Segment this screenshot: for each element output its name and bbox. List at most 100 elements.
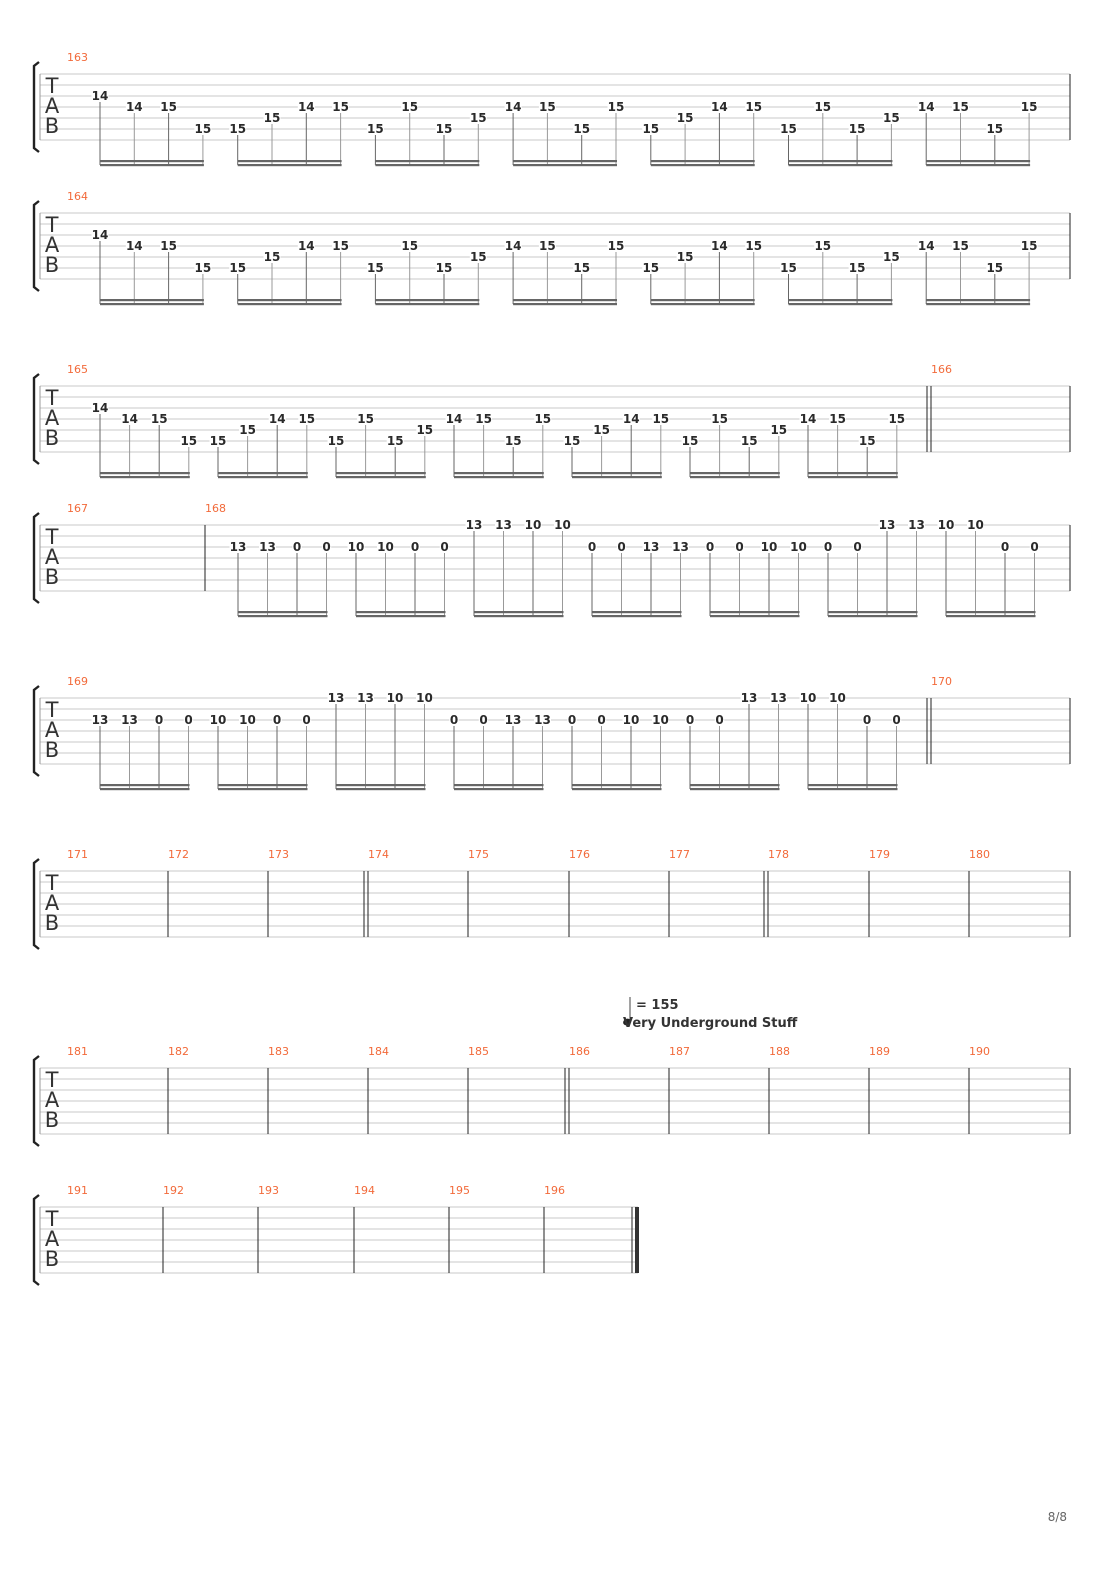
note-bg xyxy=(478,714,489,725)
measure-number: 165 xyxy=(67,363,88,376)
fret-number: 0 xyxy=(293,540,301,554)
note-bg xyxy=(327,435,345,446)
fret-number: 13 xyxy=(495,518,512,532)
beam xyxy=(100,788,190,791)
beam xyxy=(710,611,800,614)
fret-number: 15 xyxy=(416,423,433,437)
fret-number: 13 xyxy=(230,540,247,554)
fret-number: 15 xyxy=(677,250,694,264)
note-bg xyxy=(229,123,247,134)
note-bg xyxy=(607,240,625,251)
beam xyxy=(650,164,755,167)
measure-number: 177 xyxy=(669,848,690,861)
beam xyxy=(690,476,780,479)
tab-clef-letter: T xyxy=(45,74,59,98)
fret-number: 15 xyxy=(332,100,349,114)
note-bg xyxy=(194,123,212,134)
note-bg xyxy=(495,519,512,530)
measure-number: 171 xyxy=(67,848,88,861)
beam xyxy=(100,299,204,302)
note-bg xyxy=(504,714,522,725)
beam xyxy=(238,611,328,614)
note-bg xyxy=(676,251,694,262)
system-bracket xyxy=(32,858,40,950)
fret-number: 15 xyxy=(986,261,1003,275)
fret-number: 0 xyxy=(824,540,832,554)
fret-number: 10 xyxy=(416,691,433,705)
note-bg xyxy=(908,519,925,530)
fret-number: 15 xyxy=(883,111,900,125)
note-bg xyxy=(160,240,178,251)
note-bg xyxy=(239,714,256,725)
fret-number: 15 xyxy=(539,239,556,253)
note-bg xyxy=(465,519,483,530)
measure-number: 188 xyxy=(769,1045,790,1058)
note-bg xyxy=(616,541,627,552)
fret-number: 15 xyxy=(470,111,487,125)
note-bg xyxy=(439,541,450,552)
beam xyxy=(336,476,426,479)
note-bg xyxy=(445,413,463,424)
beam xyxy=(572,472,662,475)
fret-number: 10 xyxy=(239,713,256,727)
fret-number: 14 xyxy=(121,412,138,426)
tab-clef-letter: A xyxy=(45,718,60,742)
note-bg xyxy=(848,262,866,273)
fret-number: 15 xyxy=(642,261,659,275)
note-bg xyxy=(642,123,660,134)
fret-number: 10 xyxy=(387,691,404,705)
fret-number: 15 xyxy=(475,412,492,426)
fret-number: 15 xyxy=(849,122,866,136)
fret-number: 0 xyxy=(450,713,458,727)
note-bg xyxy=(705,541,715,552)
note-bg xyxy=(180,435,198,446)
note-bg xyxy=(297,101,315,112)
fret-number: 15 xyxy=(328,434,345,448)
measure-number: 181 xyxy=(67,1045,88,1058)
note-bg xyxy=(672,541,689,552)
measure-number: 183 xyxy=(268,1045,289,1058)
note-bg xyxy=(573,262,591,273)
beam xyxy=(100,476,190,479)
fret-number: 13 xyxy=(908,518,925,532)
beam xyxy=(828,615,918,618)
note-bg xyxy=(829,692,846,703)
note-bg xyxy=(593,424,611,435)
beam xyxy=(690,788,780,791)
fret-number: 10 xyxy=(938,518,955,532)
fret-number: 15 xyxy=(195,261,212,275)
system-bracket xyxy=(32,512,40,604)
note-bg xyxy=(366,262,384,273)
fret-number: 10 xyxy=(623,713,640,727)
tab-clef-letter: T xyxy=(45,1068,59,1092)
note-bg xyxy=(829,413,847,424)
fret-number: 0 xyxy=(1001,540,1009,554)
note-bg xyxy=(150,413,168,424)
measure-number: 191 xyxy=(67,1184,88,1197)
note-bg xyxy=(745,101,763,112)
note-bg xyxy=(524,519,542,530)
beam xyxy=(513,303,617,306)
note-bg xyxy=(272,714,282,725)
system-bracket xyxy=(32,200,40,292)
beam xyxy=(100,160,204,163)
fret-number: 0 xyxy=(706,540,714,554)
tab-clef-letter: B xyxy=(45,565,59,589)
beam xyxy=(690,472,780,475)
tab-clef-letter: B xyxy=(45,911,59,935)
section-label: Very Underground Stuff xyxy=(623,1016,798,1031)
fret-number: 15 xyxy=(505,434,522,448)
beam xyxy=(650,299,755,302)
note-bg xyxy=(183,714,194,725)
measure-number: 176 xyxy=(569,848,590,861)
